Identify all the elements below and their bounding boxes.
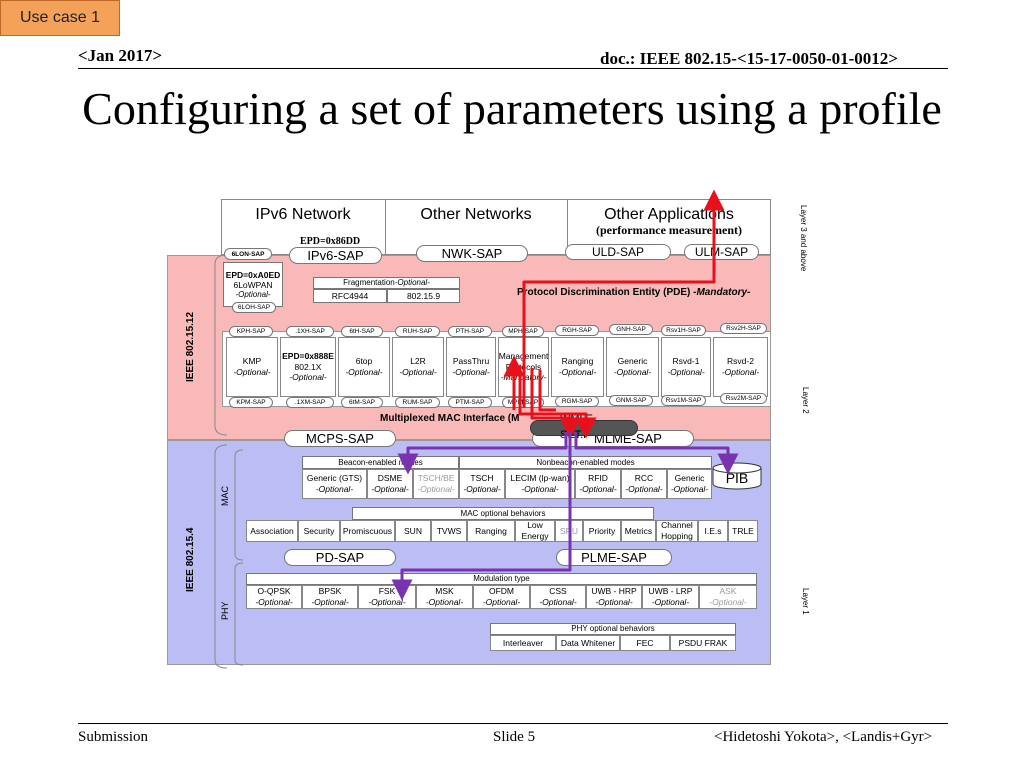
behavior-association: Association: [246, 520, 298, 542]
epd-86dd-label: EPD=0x86DD: [300, 236, 361, 247]
phy-data-whitener: Data Whitener: [556, 635, 620, 651]
sap-6th: 6tH-SAP: [341, 326, 383, 337]
footer-authors: <Hidetoshi Yokota>, <Landis+Gyr>: [714, 729, 933, 745]
sap-ruh: RUH-SAP: [395, 326, 440, 337]
fragmentation-box: Fragmentation -Optional-: [313, 277, 460, 289]
sap-kpm: KPM-SAP: [229, 397, 273, 408]
modulation-type-header: Modulation type: [246, 573, 757, 585]
slide-title: Configuring a set of parameters using a …: [82, 83, 942, 134]
ipv6-network-label: IPv6 Network: [255, 206, 351, 223]
l2r-cell: L2R-Optional-: [392, 337, 444, 397]
mode-rfid: RFID-Optional-: [575, 469, 621, 499]
other-applications-label: Other Applications: [604, 206, 734, 223]
mod-ofdm: OFDM-Optional-: [473, 585, 530, 609]
sap-rsv2h: Rsv2H-SAP: [720, 323, 767, 334]
beacon-modes-header: Beacon-enabled modes: [302, 456, 459, 469]
sap-rsv1h: Rsv1H-SAP: [661, 325, 706, 336]
mod-uwb-lrp: UWB - LRP-Optional-: [642, 585, 699, 609]
behavior-tvws: TVWS: [431, 520, 467, 542]
sap-nwk: NWK-SAP: [416, 245, 528, 262]
behavior-metrics: Metrics: [621, 520, 656, 542]
mod-msk: MSK-Optional-: [416, 585, 473, 609]
sap-pd: PD-SAP: [284, 549, 396, 566]
sap-ptm: PTM-SAP: [448, 397, 492, 408]
mode-generic: Generic-Optional-: [667, 469, 712, 499]
header-date: <Jan 2017>: [78, 46, 163, 65]
pde-label: Protocol Discrimination Entity (PDE) -Ma…: [517, 287, 751, 298]
bracket-lines: [214, 254, 244, 669]
sap-rsv2m: Rsv2M-SAP: [720, 393, 767, 404]
kmp-cell: KMP-Optional-: [226, 337, 278, 397]
sap-gnm: GNM-SAP: [609, 395, 653, 406]
phy-fec: FEC: [620, 635, 670, 651]
header-rule: [78, 68, 948, 69]
behavior-promiscuous: Promiscuous: [340, 520, 395, 542]
sap-6lon: 6LON-SAP: [224, 248, 272, 260]
sap-rum: RUM-SAP: [395, 397, 440, 408]
use-case-badge: Use case 1: [0, 0, 120, 36]
sap-uld: ULD-SAP: [565, 244, 671, 260]
sap-ipv6: IPv6-SAP: [289, 247, 382, 264]
sap-6tm: 6tM-SAP: [341, 397, 383, 408]
passthru-cell: PassThru-Optional-: [446, 337, 496, 397]
sap-rgh: RGH-SAP: [555, 325, 599, 336]
purple-arrows: [391, 432, 739, 601]
mac-optional-header: MAC optional behaviors: [352, 507, 654, 520]
mode-lecim: LECIM (lp-wan)-Optional-: [505, 469, 575, 499]
sap-rgm: RGM-SAP: [555, 396, 599, 407]
mod-ask: ASK-Optional-: [699, 585, 757, 609]
footer-slide-number: Slide 5: [493, 729, 536, 745]
mod-uwb-hrp: UWB - HRP-Optional-: [586, 585, 642, 609]
sixtop-cell: 6top-Optional-: [338, 337, 390, 397]
sap-6loh: 6LOH-SAP: [232, 302, 276, 313]
mod-css: CSS-Optional-: [530, 585, 586, 609]
sap-kph: KPH-SAP: [229, 326, 273, 337]
sap-pth: PTH-SAP: [448, 326, 492, 337]
behavior-priority: Priority: [583, 520, 621, 542]
other-networks-label: Other Networks: [420, 206, 532, 223]
mode-generic-gts: Generic (GTS)-Optional-: [302, 469, 367, 499]
mod-oqpsk: O-QPSK-Optional-: [246, 585, 302, 609]
rfc4944-cell: RFC4944: [313, 289, 387, 303]
mode-tsch: TSCH-Optional-: [459, 469, 505, 499]
sap-gnh: GNH-SAP: [609, 324, 653, 335]
ranging-cell: Ranging-Optional-: [551, 337, 604, 397]
mode-tsch-be: TSCH/BE-Optional-: [413, 469, 459, 499]
behavior-ranging: Ranging: [467, 520, 515, 542]
sap-1xm: .1XM-SAP: [286, 397, 334, 408]
phy-psdu-frak: PSDU FRAK: [670, 635, 736, 651]
header-doc: doc.: IEEE 802.15-<15-17-0050-01-0012>: [600, 49, 898, 68]
rsvd1-cell: Rsvd-1-Optional-: [661, 337, 711, 397]
behavior-trle: TRLE: [728, 520, 758, 542]
sap-ulm: ULM-SAP: [684, 244, 759, 260]
rfc-802-15-9-cell: 802.15.9: [387, 289, 460, 303]
behavior-ies: I.E.s: [698, 520, 728, 542]
sap-rsv1m: Rsv1M-SAP: [661, 395, 706, 406]
nonbeacon-modes-header: Nonbeacon-enabled modes: [459, 456, 712, 469]
sap-1xh: .1XH-SAP: [286, 326, 334, 337]
multiplexed-mac-interface-label: Multiplexed MAC Interface (M: [380, 413, 520, 424]
red-arrows: [503, 189, 725, 439]
behavior-sun: SUN: [395, 520, 431, 542]
phy-interleaver: Interleaver: [490, 635, 556, 651]
mod-bpsk: BPSK-Optional-: [302, 585, 358, 609]
sap-mcps: MCPS-SAP: [284, 430, 396, 447]
footer-rule: [78, 723, 948, 724]
rsvd2-cell: Rsvd-2-Optional-: [713, 337, 768, 397]
lowpan-box: EPD=0xA0ED 6LoWPAN -Optional-: [223, 262, 283, 307]
sap-plme: PLME-SAP: [556, 549, 672, 566]
behavior-security: Security: [298, 520, 340, 542]
behavior-low-energy: Low Energy: [515, 520, 555, 542]
phy-optional-header: PHY optional behaviors: [490, 623, 736, 635]
footer-submission: Submission: [78, 729, 149, 745]
mode-rcc: RCC-Optional-: [621, 469, 667, 499]
performance-measurement-label: (performance measurement): [595, 223, 743, 237]
behavior-channel-hopping: Channel Hopping: [656, 520, 698, 542]
